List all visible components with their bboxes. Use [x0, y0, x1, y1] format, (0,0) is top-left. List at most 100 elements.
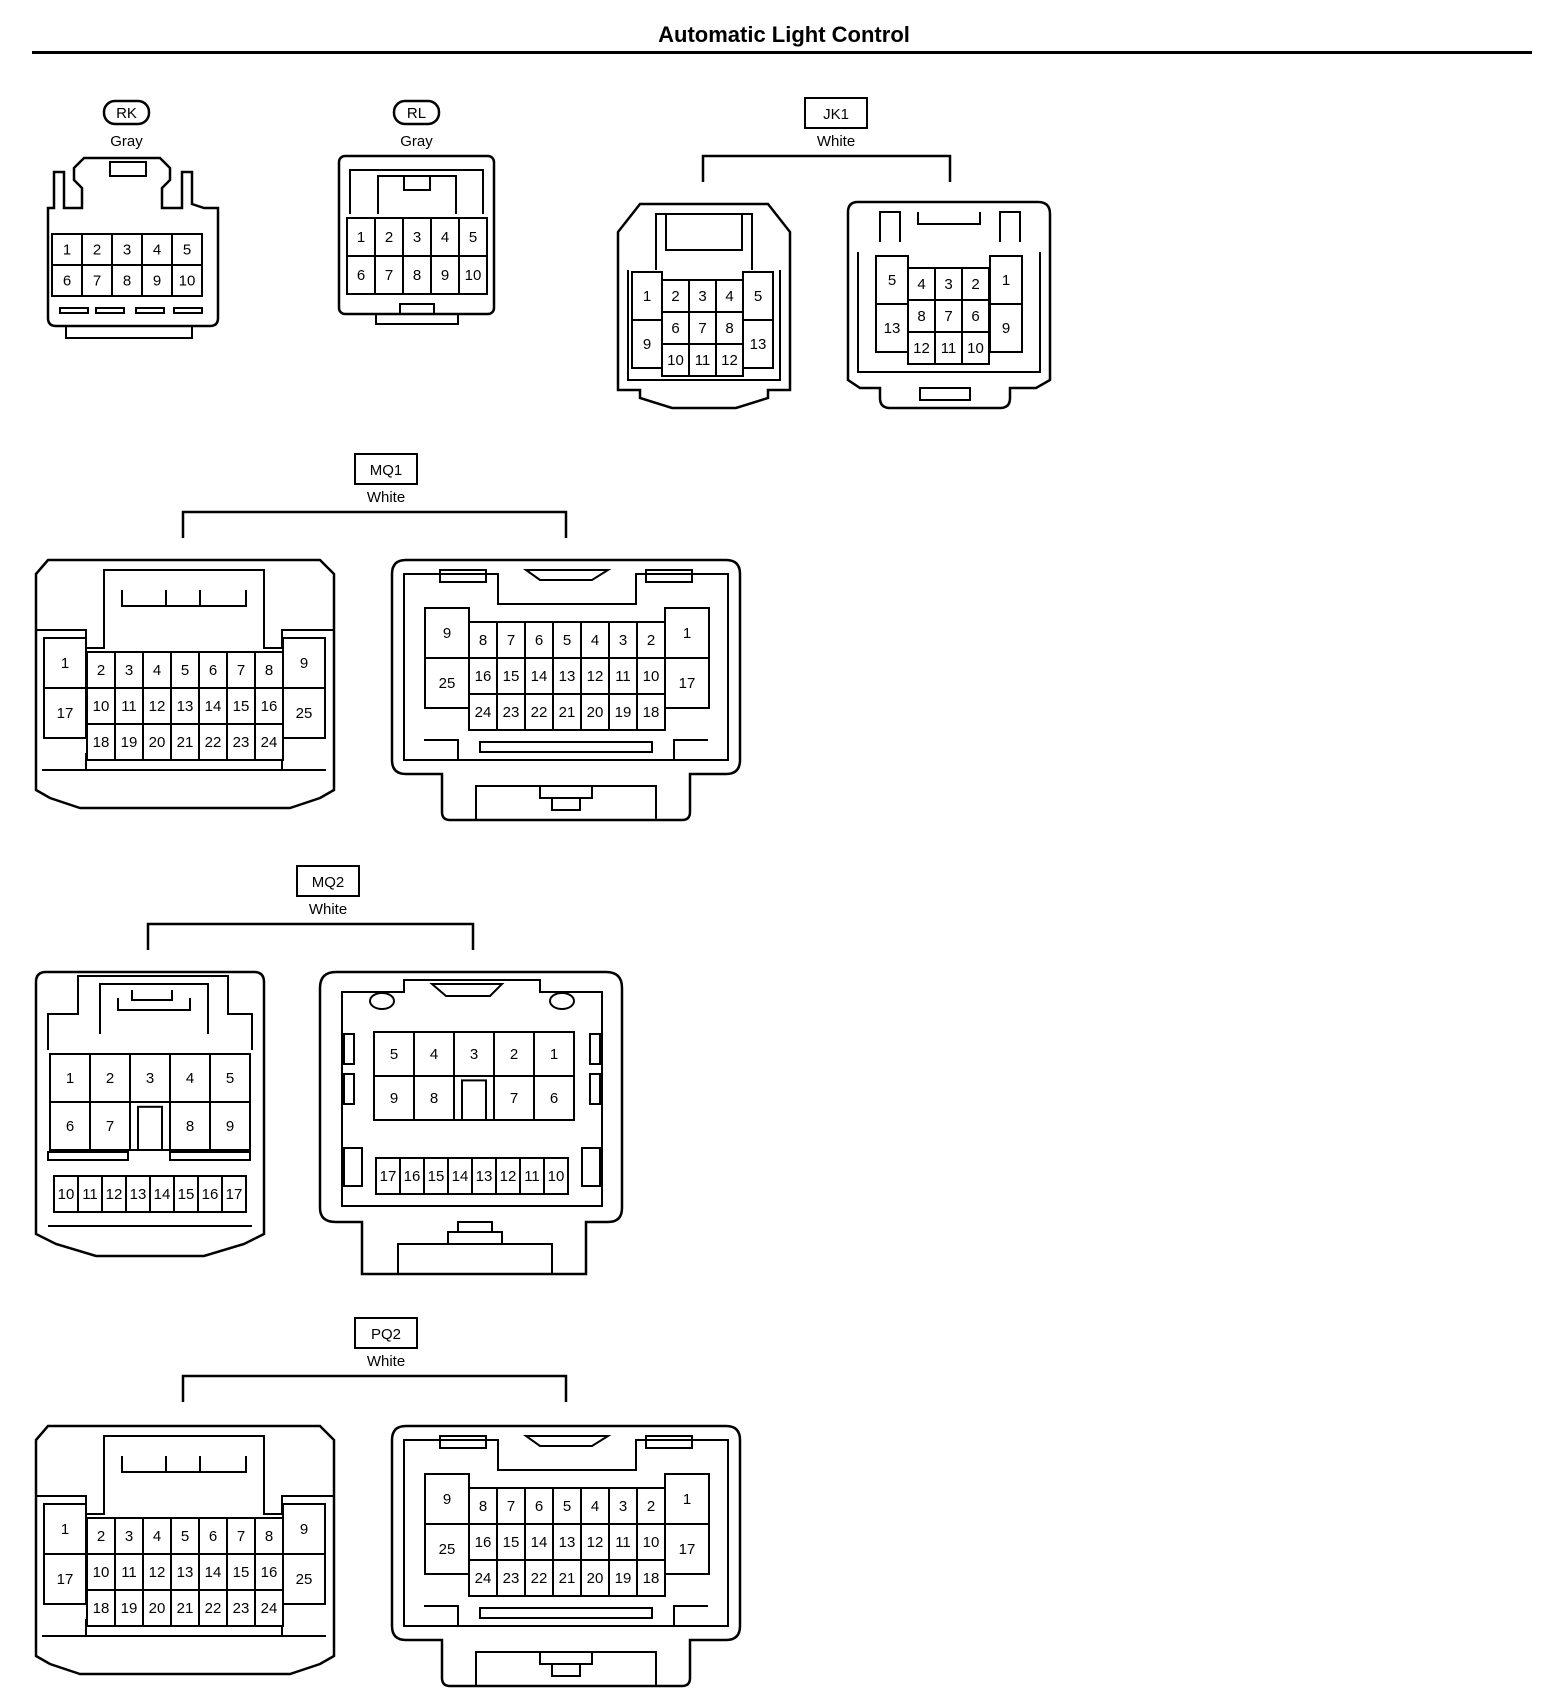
pin-cell — [661, 343, 690, 377]
pin-number: 3 — [125, 1528, 133, 1545]
pin-number: 9 — [443, 625, 451, 642]
rl-id-badge — [392, 99, 441, 126]
pin-number: 20 — [149, 1600, 166, 1617]
pin-cell — [424, 657, 470, 709]
pin-cell — [543, 1157, 569, 1195]
pin-number: 9 — [643, 336, 651, 353]
pin-number: 9 — [226, 1118, 234, 1135]
pin-number: 10 — [58, 1186, 75, 1203]
pin-cell — [374, 217, 404, 257]
pin-number: 9 — [153, 273, 161, 290]
pq2-left-side-pins: 117 — [43, 1503, 87, 1605]
pin-cell — [86, 687, 116, 725]
pin-number: 8 — [265, 662, 273, 679]
pin-number: 21 — [177, 734, 194, 751]
pin-number: 7 — [93, 273, 101, 290]
pin-number: 10 — [179, 273, 196, 290]
pin-number: 13 — [177, 698, 194, 715]
rk-slots — [59, 307, 203, 314]
pin-number: 19 — [121, 1600, 138, 1617]
pin-cell — [875, 255, 909, 305]
pin-cell — [552, 1559, 582, 1597]
pin-number: 3 — [125, 662, 133, 679]
pin-cell — [495, 1157, 521, 1195]
pin-number: 13 — [177, 1564, 194, 1581]
pq2-bracket — [181, 1374, 568, 1402]
pin-number: 9 — [390, 1090, 398, 1107]
pin-cell — [496, 1487, 526, 1525]
pin-number: 25 — [439, 1541, 456, 1558]
pin-number: 25 — [296, 705, 313, 722]
mq1-color-text: White — [367, 489, 405, 506]
pin-cell — [493, 1075, 535, 1121]
pin-number: 6 — [357, 267, 365, 284]
pin-number: 4 — [430, 1046, 438, 1063]
pin-number: 7 — [385, 267, 393, 284]
pin-number: 11 — [615, 1534, 631, 1551]
pin-number: 12 — [106, 1186, 123, 1203]
jk1-right-side-pins-right: 19 — [989, 255, 1023, 353]
pq2-left-side-pins-right: 925 — [282, 1503, 326, 1605]
pin-number: 15 — [178, 1186, 195, 1203]
pin-cell — [402, 217, 432, 257]
pin-number: 2 — [647, 1498, 655, 1515]
rl-color-text: Gray — [400, 133, 433, 150]
pin-cell — [631, 319, 663, 369]
pin-number: 5 — [888, 272, 896, 289]
jk1-right-foot — [919, 387, 971, 401]
pin-cell — [430, 255, 460, 295]
pin-cell — [636, 621, 666, 659]
pin-cell — [608, 1523, 638, 1561]
jk1-id-box — [804, 97, 868, 129]
pin-cell — [142, 1589, 172, 1627]
pq2-left-inner — [36, 1435, 334, 1637]
pin-number: 25 — [439, 675, 456, 692]
pin-number: 14 — [205, 1564, 222, 1581]
pin-number: 14 — [205, 698, 222, 715]
pin-number: 4 — [725, 288, 733, 305]
pin-cell — [101, 1175, 127, 1213]
pin-cell — [875, 303, 909, 353]
pin-number: 8 — [186, 1118, 194, 1135]
mq2-bracket — [146, 922, 475, 950]
pin-number: 11 — [121, 1564, 137, 1581]
mq2-left-inner — [47, 975, 253, 1227]
pin-cell — [608, 621, 638, 659]
rl-id-text: RL — [407, 105, 426, 122]
pin-number: 5 — [183, 242, 191, 259]
pin-number: 1 — [683, 1491, 691, 1508]
pin-cell — [114, 1517, 144, 1555]
pq2-housing-left — [34, 1424, 336, 1676]
pq2-right-inner — [403, 1435, 729, 1686]
pin-number: 10 — [93, 1564, 110, 1581]
rl-foot — [375, 313, 459, 325]
pin-number: 2 — [671, 288, 679, 305]
pin-cell — [81, 233, 113, 266]
pin-number: 1 — [63, 242, 71, 259]
pin-cell — [423, 1157, 449, 1195]
pin-number: 4 — [591, 1498, 599, 1515]
pin-number: 6 — [535, 1498, 543, 1515]
pin-number: 22 — [205, 1600, 222, 1617]
pin-number: 2 — [97, 1528, 105, 1545]
pin-number: 14 — [531, 668, 548, 685]
pin-cell — [493, 1031, 535, 1077]
pin-cell — [742, 319, 774, 369]
pin-number: 9 — [443, 1491, 451, 1508]
pin-cell — [254, 1589, 284, 1627]
rl-foot-inner — [399, 303, 435, 315]
pin-cell — [125, 1175, 151, 1213]
pin-cell — [226, 723, 256, 761]
pin-number: 1 — [550, 1046, 558, 1063]
pin-cell — [170, 651, 200, 689]
pin-number: 7 — [507, 632, 515, 649]
page-title: Automatic Light Control — [658, 22, 910, 47]
pin-cell — [989, 303, 1023, 353]
pin-cell — [209, 1053, 251, 1103]
